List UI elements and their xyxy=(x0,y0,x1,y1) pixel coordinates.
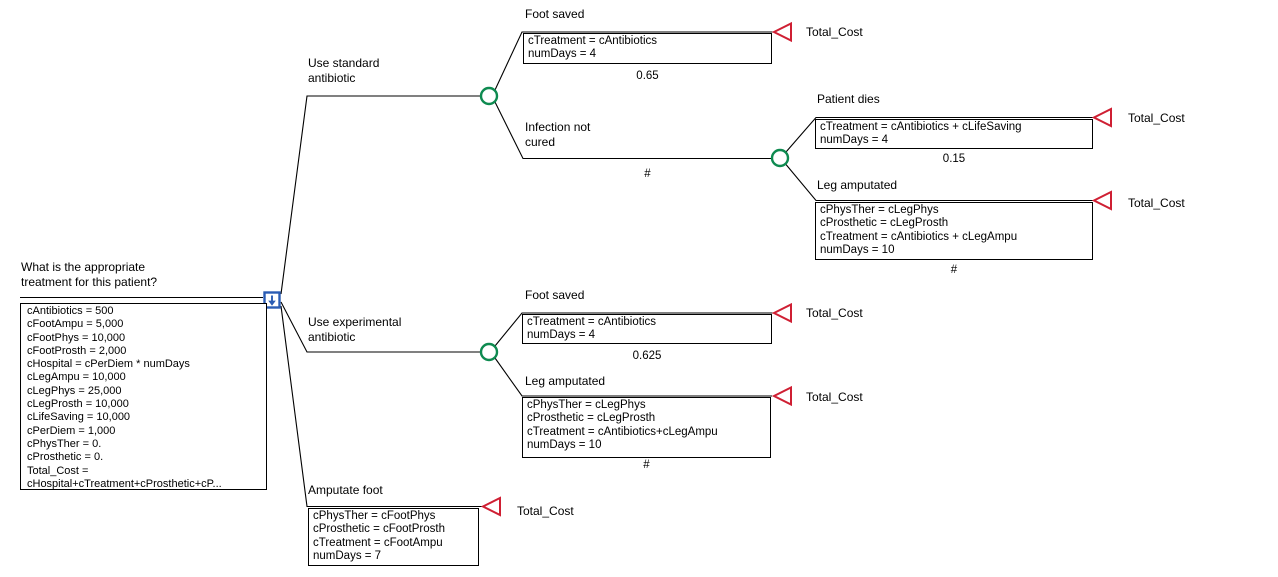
terminal-node-amputate-foot[interactable] xyxy=(480,496,501,517)
terminal-node-foot-saved-standard[interactable] xyxy=(771,21,792,43)
probability-foot-saved-standard[interactable]: 0.65 xyxy=(636,70,659,82)
payoff-label-patient-dies[interactable]: Total_Cost xyxy=(1128,111,1185,125)
branch-label-use-experimental-antibiotic[interactable]: Use experimental antibiotic xyxy=(308,315,402,344)
branch-line-leg-amputated-experimental xyxy=(494,357,772,397)
definitions-box-foot-saved-experimental[interactable]: cTreatment = cAntibiotics numDays = 4 xyxy=(522,314,772,344)
branch-label-patient-dies[interactable]: Patient dies xyxy=(817,92,880,106)
definitions-box-leg-amputated-experimental[interactable]: cPhysTher = cLegPhys cProsthetic = cLegP… xyxy=(522,397,771,458)
payoff-label-foot-saved-experimental[interactable]: Total_Cost xyxy=(806,306,863,320)
branch-line-infection-not-cured xyxy=(494,101,771,160)
branch-line-leg-amputated-standard xyxy=(785,164,1093,202)
branch-label-use-standard-antibiotic[interactable]: Use standard antibiotic xyxy=(308,56,380,85)
down-arrow-icon xyxy=(268,295,276,306)
branch-line-amputate-foot xyxy=(280,305,482,508)
payoff-label-foot-saved-standard[interactable]: Total_Cost xyxy=(806,25,863,39)
payoff-label-leg-amputated-standard[interactable]: Total_Cost xyxy=(1128,196,1185,210)
branch-label-leg-amputated-standard[interactable]: Leg amputated xyxy=(817,178,898,192)
branch-line-foot-saved-standard xyxy=(494,31,773,91)
definitions-box-foot-saved-standard[interactable]: cTreatment = cAntibiotics numDays = 4 xyxy=(523,33,772,64)
terminal-node-foot-saved-experimental[interactable] xyxy=(771,302,792,324)
probability-patient-dies[interactable]: 0.15 xyxy=(942,153,966,165)
payoff-label-leg-amputated-experimental[interactable]: Total_Cost xyxy=(806,390,863,404)
chance-node-experimental-antibiotic[interactable] xyxy=(479,342,499,362)
branch-line-foot-saved-experimental xyxy=(494,312,773,347)
probability-infection-not-cured[interactable]: # xyxy=(644,168,651,180)
branch-label-leg-amputated-experimental[interactable]: Leg amputated xyxy=(525,374,606,388)
chance-node-standard-antibiotic[interactable] xyxy=(479,86,499,106)
root-question[interactable]: What is the appropriate treatment for th… xyxy=(21,260,158,289)
payoff-label-amputate-foot[interactable]: Total_Cost xyxy=(517,504,574,518)
branch-line-use-experimental-antibiotic xyxy=(280,301,480,353)
chance-node-infection-not-cured[interactable] xyxy=(770,148,790,168)
terminal-node-leg-amputated-experimental[interactable] xyxy=(771,385,792,407)
probability-leg-amputated-standard[interactable]: # xyxy=(950,264,958,276)
definitions-box-patient-dies[interactable]: cTreatment = cAntibiotics + cLifeSaving … xyxy=(815,119,1093,149)
branch-label-foot-saved-experimental[interactable]: Foot saved xyxy=(525,288,585,302)
branch-line-patient-dies xyxy=(785,116,1093,153)
definitions-box-leg-amputated-standard[interactable]: cPhysTher = cLegPhys cProsthetic = cLegP… xyxy=(815,202,1093,260)
definitions-box-amputate-foot[interactable]: cPhysTher = cFootPhys cProsthetic = cFoo… xyxy=(308,508,479,566)
probability-leg-amputated-experimental[interactable]: # xyxy=(643,459,650,471)
root-variables-box[interactable]: cAntibiotics = 500 cFootAmpu = 5,000 cFo… xyxy=(20,303,267,490)
branch-line-use-standard-antibiotic xyxy=(280,95,480,295)
branch-label-infection-not-cured[interactable]: Infection not cured xyxy=(525,120,591,149)
terminal-node-leg-amputated-standard[interactable] xyxy=(1091,190,1112,211)
probability-foot-saved-experimental[interactable]: 0.625 xyxy=(632,350,662,362)
terminal-node-patient-dies[interactable] xyxy=(1091,107,1112,128)
branch-label-amputate-foot[interactable]: Amputate foot xyxy=(308,483,383,497)
branch-label-foot-saved-standard[interactable]: Foot saved xyxy=(525,7,585,21)
